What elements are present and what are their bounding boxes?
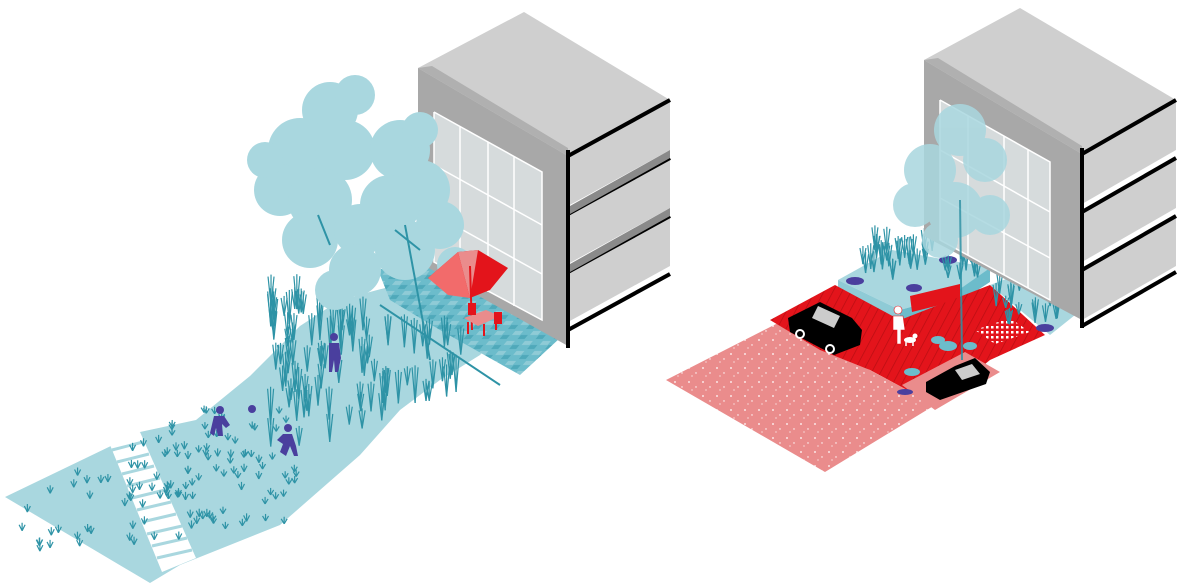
park-scene xyxy=(5,12,670,583)
puddle xyxy=(897,389,913,395)
ball-icon xyxy=(248,405,256,413)
street-scene xyxy=(666,8,1176,472)
